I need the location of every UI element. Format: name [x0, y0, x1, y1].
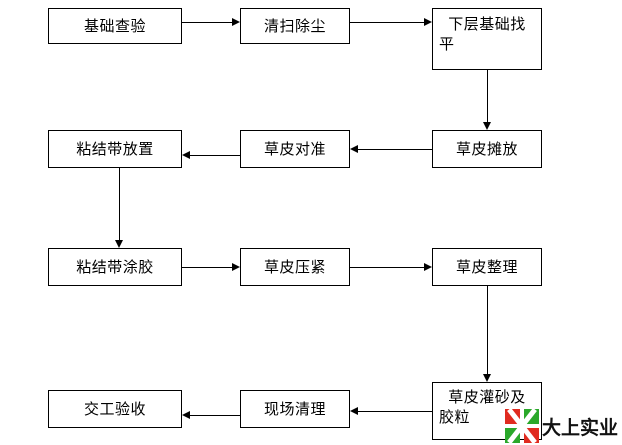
company-logo-icon: [504, 407, 539, 445]
flow-arrow-xianchangqingli-to-jiaogongyanshou: [182, 409, 240, 421]
flow-node-label-line2: 胶粒: [439, 408, 471, 427]
arrow-head: [483, 122, 491, 130]
flow-node-zhanjiedai-fangzhi[interactable]: 粘结带放置: [48, 130, 182, 168]
flow-arrow-xiacengjichu-to-caopitanfang: [481, 70, 493, 130]
watermark-text: 大上实业: [541, 416, 618, 439]
flow-node-label: 草皮整理: [455, 257, 518, 276]
arrow-head: [350, 407, 358, 415]
flow-node-qingsao-chuchen[interactable]: 清扫除尘: [240, 8, 350, 44]
watermark: 大上实业: [504, 407, 618, 445]
flow-arrow-caopizhengli-to-caopiguansha: [481, 286, 493, 382]
arrow-line: [182, 267, 233, 268]
flow-arrow-zhanjiedaifangzhi-to-zhanjiedaitujiao: [113, 168, 125, 248]
flow-arrow-caopiduizhun-to-zhanjiedaifangzhi: [182, 149, 240, 161]
flow-node-label: 现场清理: [263, 399, 326, 418]
flow-node-zhanjiedai-tujiao[interactable]: 粘结带涂胶: [48, 248, 182, 286]
flow-node-label: 草皮对准: [263, 139, 326, 158]
flow-arrow-zhanjiedaitujiao-to-caopiyajin: [182, 261, 240, 273]
flow-node-jiaogong-yanshou[interactable]: 交工验收: [48, 390, 182, 428]
arrow-head: [424, 263, 432, 271]
arrow-line: [487, 286, 488, 375]
arrow-head: [115, 240, 123, 248]
arrow-line: [182, 22, 233, 23]
arrow-head: [232, 18, 240, 26]
flow-node-label: 粘结带涂胶: [76, 257, 154, 276]
arrow-line: [357, 411, 432, 412]
flow-arrow-qingsaochuchen-to-xiacengjichu: [350, 16, 432, 28]
arrow-line: [189, 155, 240, 156]
flow-node-label: 基础查验: [83, 16, 146, 35]
flow-arrow-caopiyajin-to-caopizhengli: [350, 261, 432, 273]
flow-node-caopi-yajin[interactable]: 草皮压紧: [240, 248, 350, 286]
arrow-head: [424, 18, 432, 26]
flow-node-caopi-tanfang[interactable]: 草皮摊放: [432, 130, 542, 168]
flow-node-label-line1: 草皮灌砂及: [448, 388, 526, 406]
flow-node-label: 清扫除尘: [263, 16, 326, 35]
flow-node-label-line1: 下层基础找: [448, 15, 526, 33]
arrow-head: [483, 374, 491, 382]
flow-arrow-caopitanfang-to-caopiduizhun: [350, 143, 432, 155]
arrow-line: [119, 168, 120, 241]
flow-arrow-jichuchayan-to-qingsaochuchen: [182, 16, 240, 28]
flow-node-xiaceng-jichu-zhaoping[interactable]: 下层基础找 平: [432, 8, 542, 70]
arrow-head: [232, 263, 240, 271]
flow-node-xianchang-qingli[interactable]: 现场清理: [240, 390, 350, 428]
arrow-line: [350, 22, 425, 23]
arrow-head: [182, 151, 190, 159]
flow-node-label: 草皮压紧: [263, 257, 326, 276]
arrow-line: [357, 149, 432, 150]
flow-arrow-caopiguansha-to-xianchangqingli: [350, 405, 432, 417]
flow-node-caopi-guansha-jijiaoli[interactable]: 草皮灌砂及 胶粒: [432, 382, 542, 440]
flow-node-label: 草皮摊放: [455, 139, 518, 158]
flow-node-caopi-zhengli[interactable]: 草皮整理: [432, 248, 542, 286]
flow-node-label: 粘结带放置: [76, 139, 154, 158]
arrow-line: [189, 415, 240, 416]
flow-node-label-line2: 平: [439, 35, 455, 54]
flow-node-label: 交工验收: [83, 399, 146, 418]
flow-node-jichu-chayan[interactable]: 基础查验: [48, 8, 182, 44]
arrow-head: [350, 145, 358, 153]
arrow-line: [487, 70, 488, 123]
arrow-head: [182, 411, 190, 419]
flow-node-caopi-duizhun[interactable]: 草皮对准: [240, 130, 350, 168]
arrow-line: [350, 267, 425, 268]
